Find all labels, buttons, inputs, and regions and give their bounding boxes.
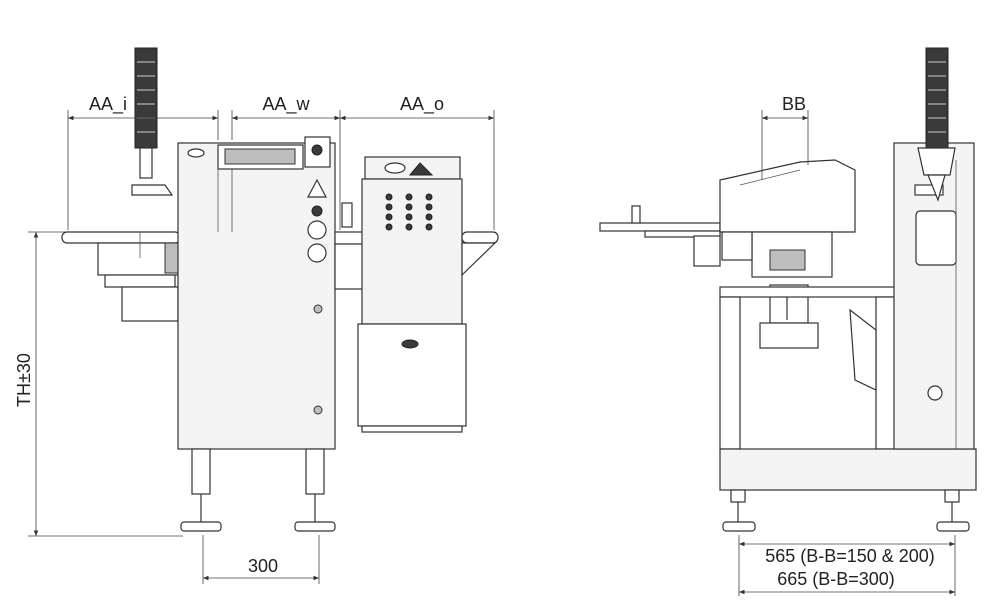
side-conveyor [599,205,721,267]
label-th: TH±30 [14,353,34,407]
side-weigh-head [719,159,856,349]
side-signal-tower [917,47,956,202]
dimension-labels: AA_i AA_w AA_o TH±30 300 BB 565 (B-B=150… [14,94,935,589]
label-depth-b: 665 (B-B=300) [777,569,895,589]
label-aa-i: AA_i [89,94,127,115]
label-aa-w: AA_w [262,94,310,115]
signal-tower [131,47,174,196]
dimension-lines [28,110,956,596]
outfeed-cabinet [357,156,499,433]
label-foot-spacing: 300 [248,556,278,576]
infeed-conveyor [61,231,181,322]
label-aa-o: AA_o [400,94,444,115]
front-view [61,47,499,532]
label-depth-a: 565 (B-B=150 & 200) [765,546,935,566]
label-bb: BB [782,94,806,114]
weigh-section [334,202,366,290]
main-cabinet [177,136,336,532]
side-view [599,47,977,532]
